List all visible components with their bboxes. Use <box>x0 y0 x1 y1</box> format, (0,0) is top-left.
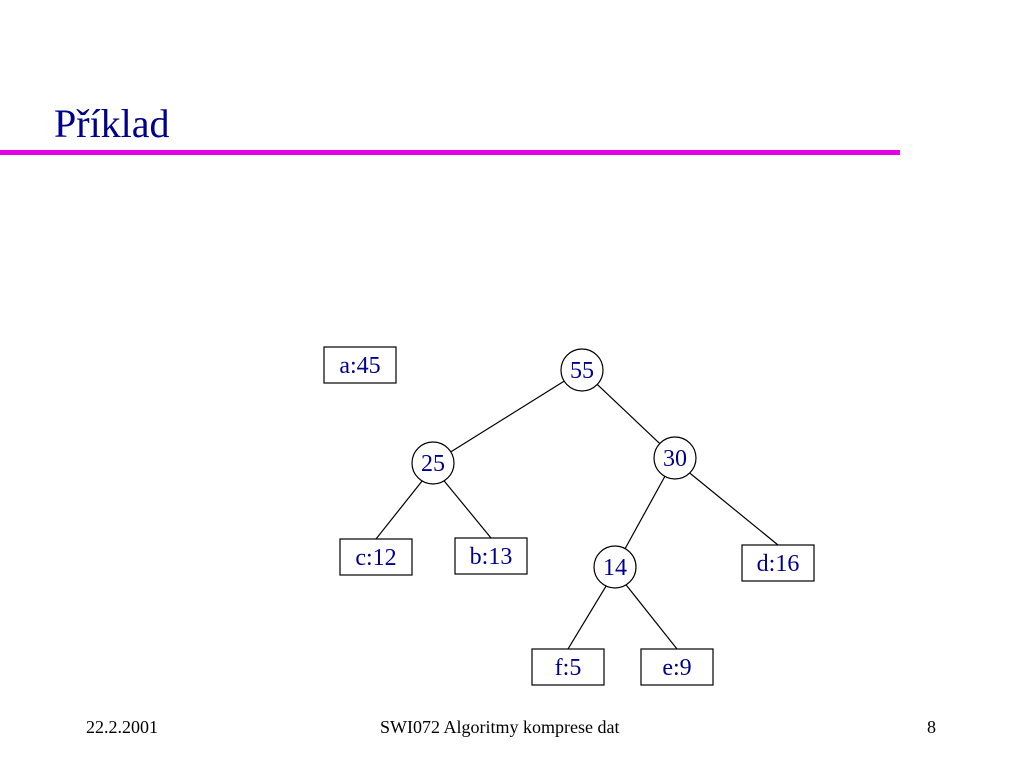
tree-edge-n55-n30 <box>596 383 661 445</box>
footer-page-number: 8 <box>927 717 936 737</box>
tree-edge-n14-f <box>567 585 607 650</box>
leaf-node-e: e:9 <box>640 648 714 686</box>
leaf-box <box>640 648 714 686</box>
tree-edges <box>375 380 779 650</box>
footer-course-title: SWI072 Algoritmy komprese dat <box>380 717 620 737</box>
tree-nodes: 55 25 30 14 a:45 c:12 b:13 d:16 f:5 e:9 <box>323 346 815 686</box>
node-circle <box>653 436 697 480</box>
node-circle <box>411 441 455 485</box>
leaf-node-b: b:13 <box>454 537 528 575</box>
internal-node-n14: 14 <box>593 545 637 589</box>
leaf-node-a: a:45 <box>323 346 397 384</box>
tree-edge-n14-e <box>625 584 678 650</box>
footer-date: 22.2.2001 <box>86 717 158 737</box>
node-label: f:5 <box>555 655 582 681</box>
leaf-box <box>339 538 413 576</box>
node-label: d:16 <box>757 551 800 577</box>
internal-node-n25: 25 <box>411 441 455 485</box>
node-label: a:45 <box>339 353 380 379</box>
node-label: 25 <box>421 451 445 477</box>
leaf-node-d: d:16 <box>741 544 815 582</box>
node-label: 55 <box>570 358 594 384</box>
node-label: 14 <box>603 555 627 581</box>
node-label: e:9 <box>662 655 691 681</box>
tree-edge-n55-n25 <box>450 380 565 453</box>
tree-edge-n30-d <box>689 472 779 546</box>
node-label: c:12 <box>355 545 396 571</box>
leaf-box <box>531 648 605 686</box>
tree-edge-n25-c <box>375 480 423 540</box>
internal-node-n30: 30 <box>653 436 697 480</box>
node-label: 30 <box>663 446 687 472</box>
tree-edge-n30-n14 <box>624 476 666 549</box>
slide-title: Příklad <box>54 101 170 146</box>
leaf-box <box>454 537 528 575</box>
node-label: b:13 <box>470 544 513 570</box>
tree-edge-n25-b <box>443 480 492 539</box>
leaf-node-c: c:12 <box>339 538 413 576</box>
node-circle <box>560 348 604 392</box>
node-circle <box>593 545 637 589</box>
title-divider <box>0 150 900 155</box>
leaf-box <box>741 544 815 582</box>
leaf-node-f: f:5 <box>531 648 605 686</box>
internal-node-n55: 55 <box>560 348 604 392</box>
leaf-box <box>323 346 397 384</box>
